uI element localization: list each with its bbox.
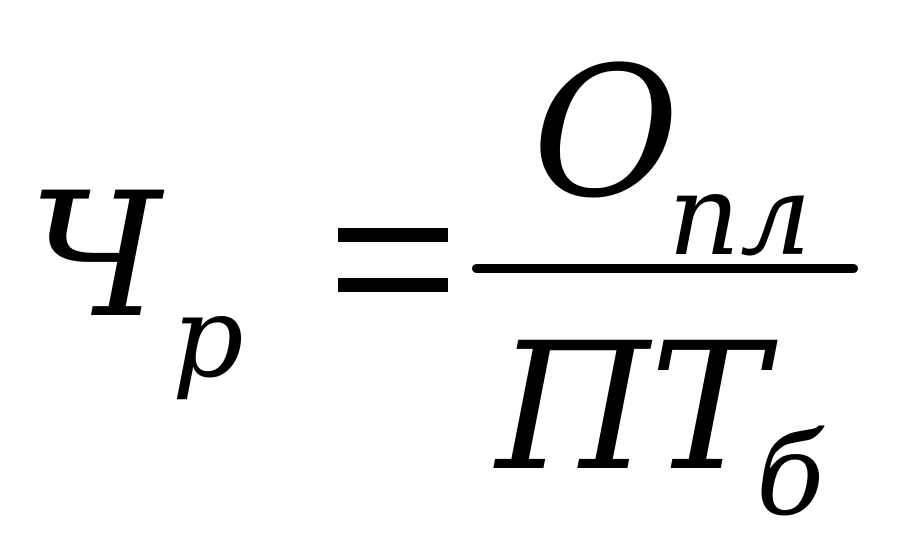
numerator-variable: О: [532, 29, 680, 238]
lhs-variable: Ч: [28, 155, 161, 356]
lhs-subscript: р: [172, 273, 244, 403]
equals-bar-bottom: [338, 278, 448, 292]
equals-bar-top: [338, 228, 448, 242]
fraction-line: [472, 264, 858, 273]
numerator-subscript: пл: [668, 151, 812, 281]
denominator-subscript: б: [756, 411, 825, 541]
denominator-variable: ПТ: [496, 305, 767, 510]
